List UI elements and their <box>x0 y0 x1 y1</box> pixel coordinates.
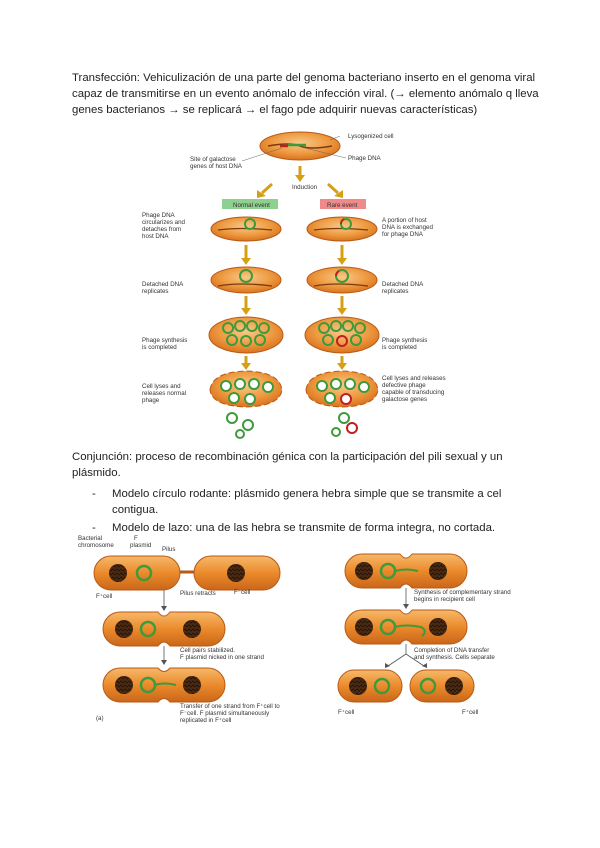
label-phage-dna: Phage DNA <box>348 155 382 162</box>
left-label-4-line-1: Cell lyses and <box>142 383 181 390</box>
label-completion-1: Completion of DNA transfer <box>414 647 489 654</box>
rare-event-badge <box>320 199 366 209</box>
right-label-4-line-4: galactose genes <box>382 396 427 403</box>
label-rare-event: Rare event <box>327 202 358 209</box>
label-pilus: Pilus <box>162 546 175 553</box>
right-label-1-line-1: A portion of host <box>382 217 427 224</box>
cell-normal-row-2 <box>210 266 282 294</box>
left-label-2-line-1: Detached DNA <box>142 281 184 288</box>
cell-rare-row-1 <box>306 216 378 242</box>
label-synthesis-2: begins in recipient cell <box>414 596 475 603</box>
left-label-1-line-2: circularizes and <box>142 219 186 226</box>
label-panel-a: (a) <box>96 715 104 722</box>
label-synthesis-1: Synthesis of complementary strand <box>414 589 511 596</box>
left-label-1-line-4: host DNA <box>142 233 169 240</box>
label-transfer-2: F⁻cell. F plasmid simultaneously <box>180 710 270 717</box>
label-lysogenized-cell: Lysogenized cell <box>348 133 394 140</box>
transduction-figure: Lysogenized cell Phage DNA Site of galac… <box>142 131 446 439</box>
label-stabilized-2: F plasmid nicked in one strand <box>180 654 264 661</box>
cell-rare-row-3 <box>304 316 380 354</box>
label-bacterial-1: Bacterial <box>78 535 102 542</box>
transfeccion-paragraph: Transfección: Vehiculización de una part… <box>72 70 542 118</box>
normal-event-badge <box>222 199 278 209</box>
conjugacion-line-1: Conjunción: proceso de recombinación gén… <box>72 451 503 463</box>
transfeccion-line-1: Transfección: Vehiculización de una part… <box>72 72 536 84</box>
cell-normal-row-4 <box>209 370 283 439</box>
conjugation-step-1 <box>93 555 281 591</box>
conjugacion-line-2: plásmido. <box>72 467 121 479</box>
right-label-4-line-1: Cell lyses and releases <box>382 375 446 382</box>
label-galactose-site-1: Site of galactose <box>190 156 236 163</box>
conjugation-figure: Bacterial chromosome F plasmid Pilus F⁺c… <box>78 535 511 724</box>
left-label-3-line-2: is completed <box>142 344 177 351</box>
label-pilus-retracts: Pilus retracts <box>180 590 216 597</box>
label-f-plus-right: F⁺cell <box>462 709 478 716</box>
conjugation-models-list: - Modelo círculo rodante: plásmido gener… <box>72 486 542 538</box>
label-f: F <box>134 535 138 542</box>
transfeccion-line-3: genes bacterianos → se replicará → el fa… <box>72 104 478 116</box>
label-normal-event: Normal event <box>233 202 270 209</box>
label-completion-2: and synthesis. Cells separate <box>414 654 495 661</box>
item-2-line-1: Modelo de lazo: una de las hebra se tran… <box>112 522 496 534</box>
item-1-line-2: contigua. <box>112 504 159 516</box>
conjugation-step-3 <box>102 667 226 703</box>
right-label-3-line-2: is completed <box>382 344 417 351</box>
left-label-2-line-2: replicates <box>142 288 168 295</box>
transfeccion-line-2: capaz de transmitirse en un evento anóma… <box>72 88 539 100</box>
right-label-3-line-1: Phage synthesis <box>382 337 427 344</box>
cell-rare-row-4 <box>305 370 379 437</box>
label-f-plus-cell: F⁺cell <box>96 593 112 600</box>
label-f-minus-cell: F⁻cell <box>234 589 250 596</box>
cell-normal-row-3 <box>208 316 284 354</box>
left-label-4-line-3: phage <box>142 397 160 404</box>
right-labels: A portion of host DNA is exchanged for p… <box>382 217 446 403</box>
right-label-4-line-3: capable of transducing <box>382 389 445 396</box>
label-plasmid: plasmid <box>130 542 152 549</box>
label-transfer-1: Transfer of one strand from F⁺cell to <box>180 703 280 710</box>
right-label-4-line-2: defective phage <box>382 382 426 389</box>
cell-rare-row-2 <box>306 266 378 294</box>
item-1-line-1: Modelo círculo rodante: plásmido genera … <box>112 488 502 500</box>
right-label-2-line-1: Detached DNA <box>382 281 424 288</box>
right-label-1-line-3: for phage DNA <box>382 231 424 238</box>
conjugacion-paragraph: Conjunción: proceso de recombinación gén… <box>72 449 542 481</box>
left-label-1-line-3: detaches from <box>142 226 181 233</box>
label-galactose-site-2: genes of host DNA <box>190 163 243 170</box>
label-stabilized-1: Cell pairs stabilized. <box>180 647 235 654</box>
list-item: - Modelo de lazo: una de las hebra se tr… <box>92 522 496 534</box>
left-label-4-line-2: releases normal <box>142 390 186 397</box>
label-f-plus-left: F⁺cell <box>338 709 354 716</box>
right-label-2-line-2: replicates <box>382 288 408 295</box>
label-transfer-3: replicated in F⁺cell <box>180 717 231 724</box>
left-label-1-line-1: Phage DNA <box>142 212 176 219</box>
conjugation-step-4 <box>344 553 468 589</box>
list-item: - Modelo círculo rodante: plásmido gener… <box>92 488 502 516</box>
lysogenized-cell <box>259 131 341 161</box>
left-label-3-line-1: Phage synthesis <box>142 337 187 344</box>
cell-normal-row-1 <box>210 216 282 242</box>
conjugation-step-2 <box>102 611 226 647</box>
conjugation-step-6 <box>337 669 475 703</box>
conjugation-step-5 <box>344 609 468 645</box>
label-chromosome: chromosome <box>78 542 114 549</box>
label-induction: Induction <box>292 184 318 191</box>
right-label-1-line-2: DNA is exchanged <box>382 224 433 231</box>
left-labels: Phage DNA circularizes and detaches from… <box>142 212 187 404</box>
